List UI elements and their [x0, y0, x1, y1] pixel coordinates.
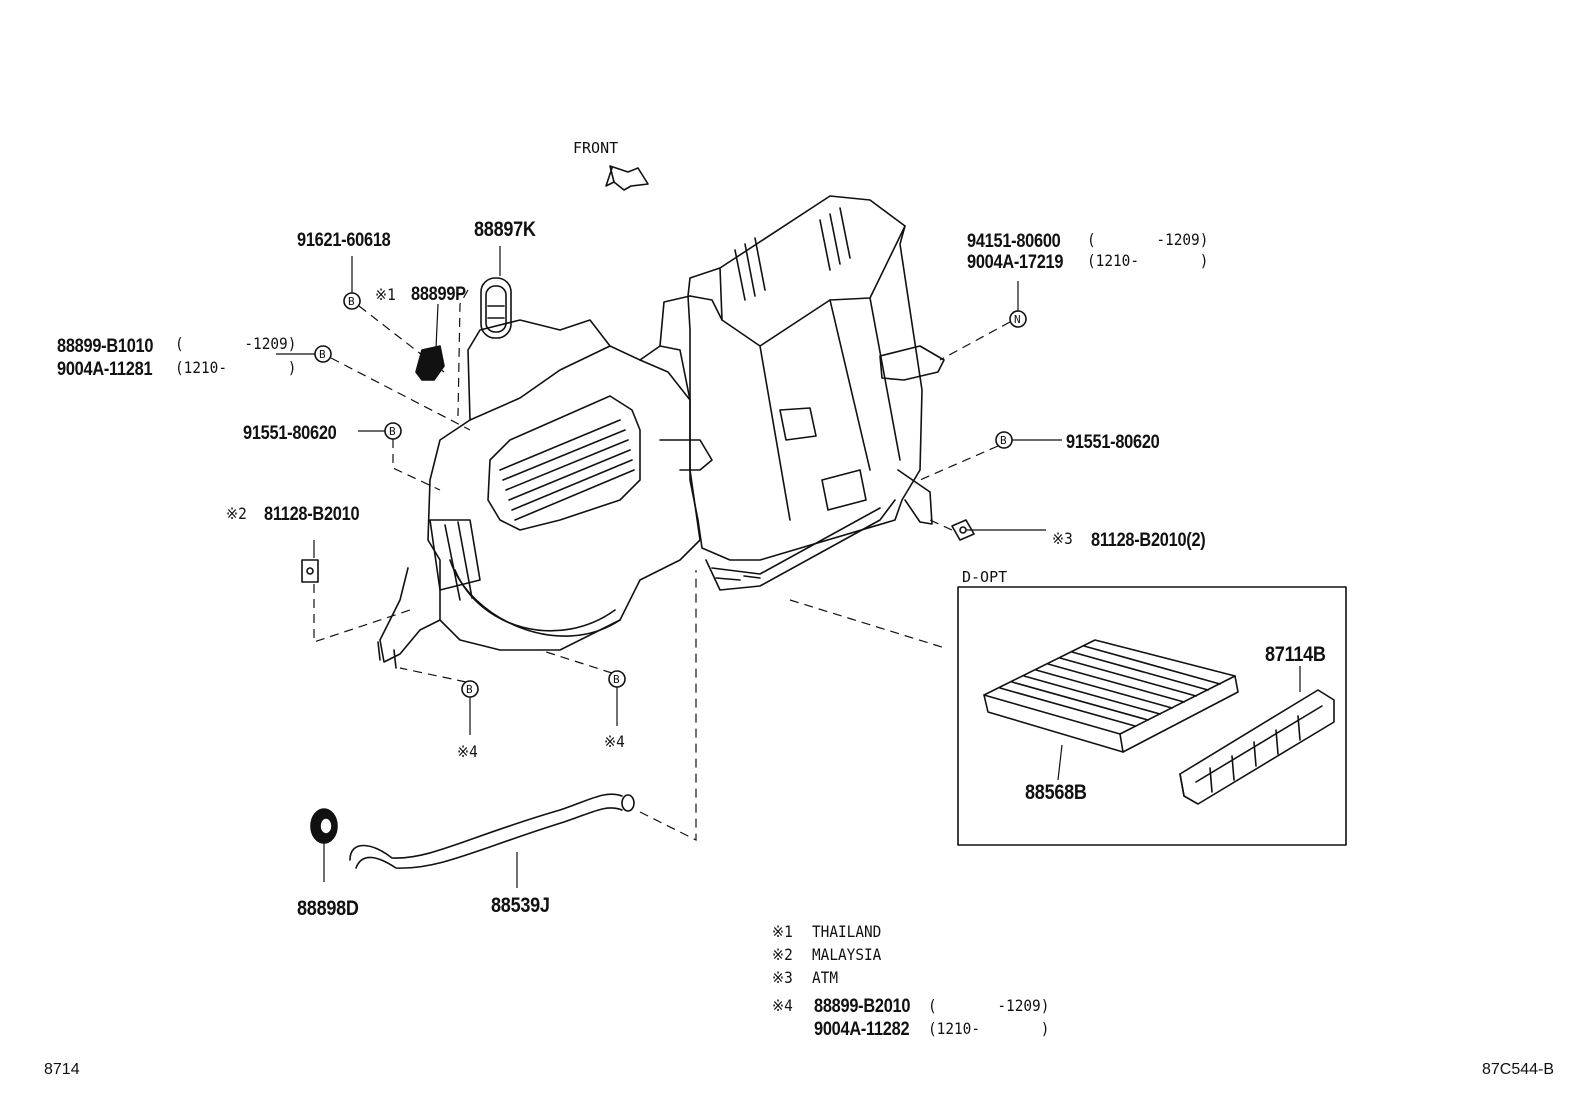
range-9004a-11281: (1210- ): [175, 358, 297, 377]
air-filter-88568b-icon: [983, 639, 1239, 753]
range-9004a-17219: (1210- ): [1087, 251, 1209, 270]
part-number-91621-60618: 91621-60618: [297, 230, 391, 251]
legend-text-1: THAILAND: [812, 922, 882, 941]
clip-letter-b-3: B: [389, 425, 396, 438]
part-number-88899p: 88899P: [411, 284, 466, 305]
part-number-9004a-17219: 9004A-17219: [967, 252, 1064, 273]
grommet-88898d-icon: [310, 808, 338, 844]
legend-4-part-2: 9004A-11282: [814, 1019, 910, 1040]
front-arrow-icon: [605, 165, 649, 191]
part-number-81128-b2010-right: 81128-B2010(2): [1091, 530, 1206, 551]
legend-4-range-1: ( -1209): [928, 996, 1050, 1015]
range-88899-b1010: ( -1209): [175, 334, 297, 353]
part-number-88568b: 88568B: [1025, 781, 1087, 804]
part-number-9004a-11281: 9004A-11281: [57, 359, 153, 380]
range-94151-80600: ( -1209): [1087, 230, 1209, 249]
option-box: [957, 586, 1347, 846]
legend-mark-2: ※2: [772, 945, 793, 964]
legend-text-3: ATM: [812, 968, 839, 987]
clip-letter-b-1: B: [348, 295, 355, 308]
clip-letter-n: N: [1014, 313, 1021, 326]
legend-mark-1: ※1: [772, 922, 793, 941]
clip-letter-b-6: B: [613, 673, 620, 686]
part-number-91551-80620-left: 91551-80620: [243, 423, 337, 444]
nut-81128-left-icon: [301, 559, 319, 583]
legend-4-range-2: (1210- ): [928, 1019, 1050, 1038]
note-mark-4-left: ※4: [457, 742, 478, 761]
note-mark-1: ※1: [375, 285, 396, 304]
part-number-88899-b1010: 88899-B1010: [57, 336, 154, 357]
note-mark-3: ※3: [1052, 529, 1073, 548]
part-number-88897k: 88897K: [474, 218, 536, 241]
note-mark-2: ※2: [226, 504, 247, 523]
note-mark-4-right: ※4: [604, 732, 625, 751]
figure-code: 87C544-B: [1482, 1061, 1555, 1078]
part-number-81128-b2010-left: 81128-B2010: [264, 504, 360, 525]
part-number-94151-80600: 94151-80600: [967, 231, 1061, 252]
legend-mark-3: ※3: [772, 968, 793, 987]
seal-88897k-icon: [480, 277, 512, 339]
clip-88899p-icon: [415, 345, 445, 381]
clip-letter-b-4: B: [1000, 434, 1007, 447]
filter-cover-87114b-icon: [1179, 689, 1335, 805]
clip-letter-b-2: B: [319, 348, 326, 361]
part-number-88898d: 88898D: [297, 897, 359, 920]
part-number-88539j: 88539J: [491, 894, 550, 917]
legend-text-2: MALAYSIA: [812, 945, 882, 964]
legend-mark-4: ※4: [772, 996, 793, 1015]
clip-letter-b-5: B: [466, 683, 473, 696]
option-box-label: D-OPT: [962, 568, 1008, 586]
part-number-87114b: 87114B: [1265, 643, 1326, 666]
heater-unit-housing: [377, 195, 945, 669]
legend-4-part-1: 88899-B2010: [814, 996, 911, 1017]
page-code: 8714: [44, 1061, 80, 1078]
front-label: FRONT: [573, 139, 619, 157]
drain-hose-88539j-icon: [349, 793, 635, 869]
part-number-91551-80620-right: 91551-80620: [1066, 432, 1160, 453]
